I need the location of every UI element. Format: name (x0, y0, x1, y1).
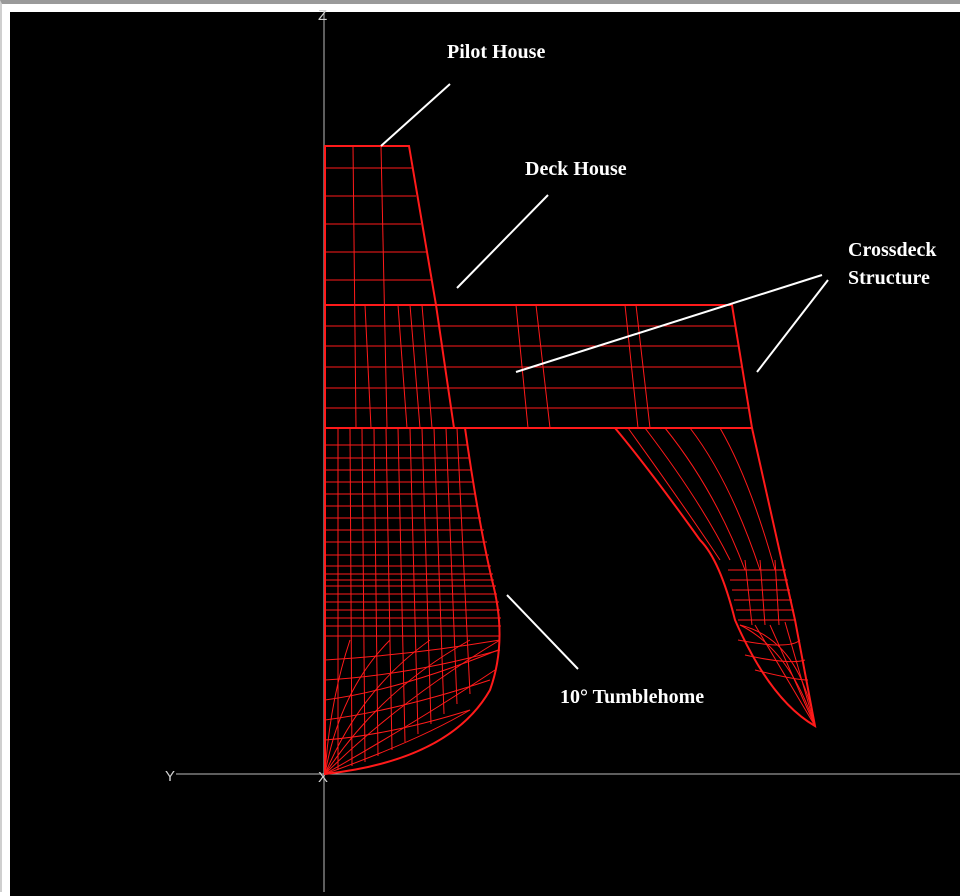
crossdeck-mesh (325, 304, 754, 429)
deck-house-leader (456, 194, 549, 289)
x-axis-label: X (318, 769, 328, 786)
pilot-house-leader (380, 83, 451, 147)
y-axis-label: Y (165, 768, 175, 785)
crossdeck-label-line1: Crossdeck (848, 239, 937, 261)
cad-viewport[interactable] (10, 12, 960, 896)
tumblehome-leader (506, 594, 579, 670)
tumblehome-label: 10° Tumblehome (560, 686, 704, 708)
main-hull-mesh (324, 427, 501, 776)
deck-house-label: Deck House (525, 158, 627, 180)
z-axis-label: Z (318, 7, 327, 24)
callout-labels: Pilot House Deck House Crossdeck Structu… (447, 41, 937, 708)
pilot-house-mesh (324, 145, 456, 429)
crossdeck-label-line2: Structure (848, 267, 930, 289)
pilot-house-label: Pilot House (447, 41, 545, 63)
coordinate-axes: Z Y X (165, 7, 960, 892)
crossdeck-leader-outer (756, 279, 829, 373)
callout-leaders (380, 83, 829, 670)
crossdeck-leader-inner (515, 274, 823, 373)
side-hull-mesh (612, 427, 817, 728)
